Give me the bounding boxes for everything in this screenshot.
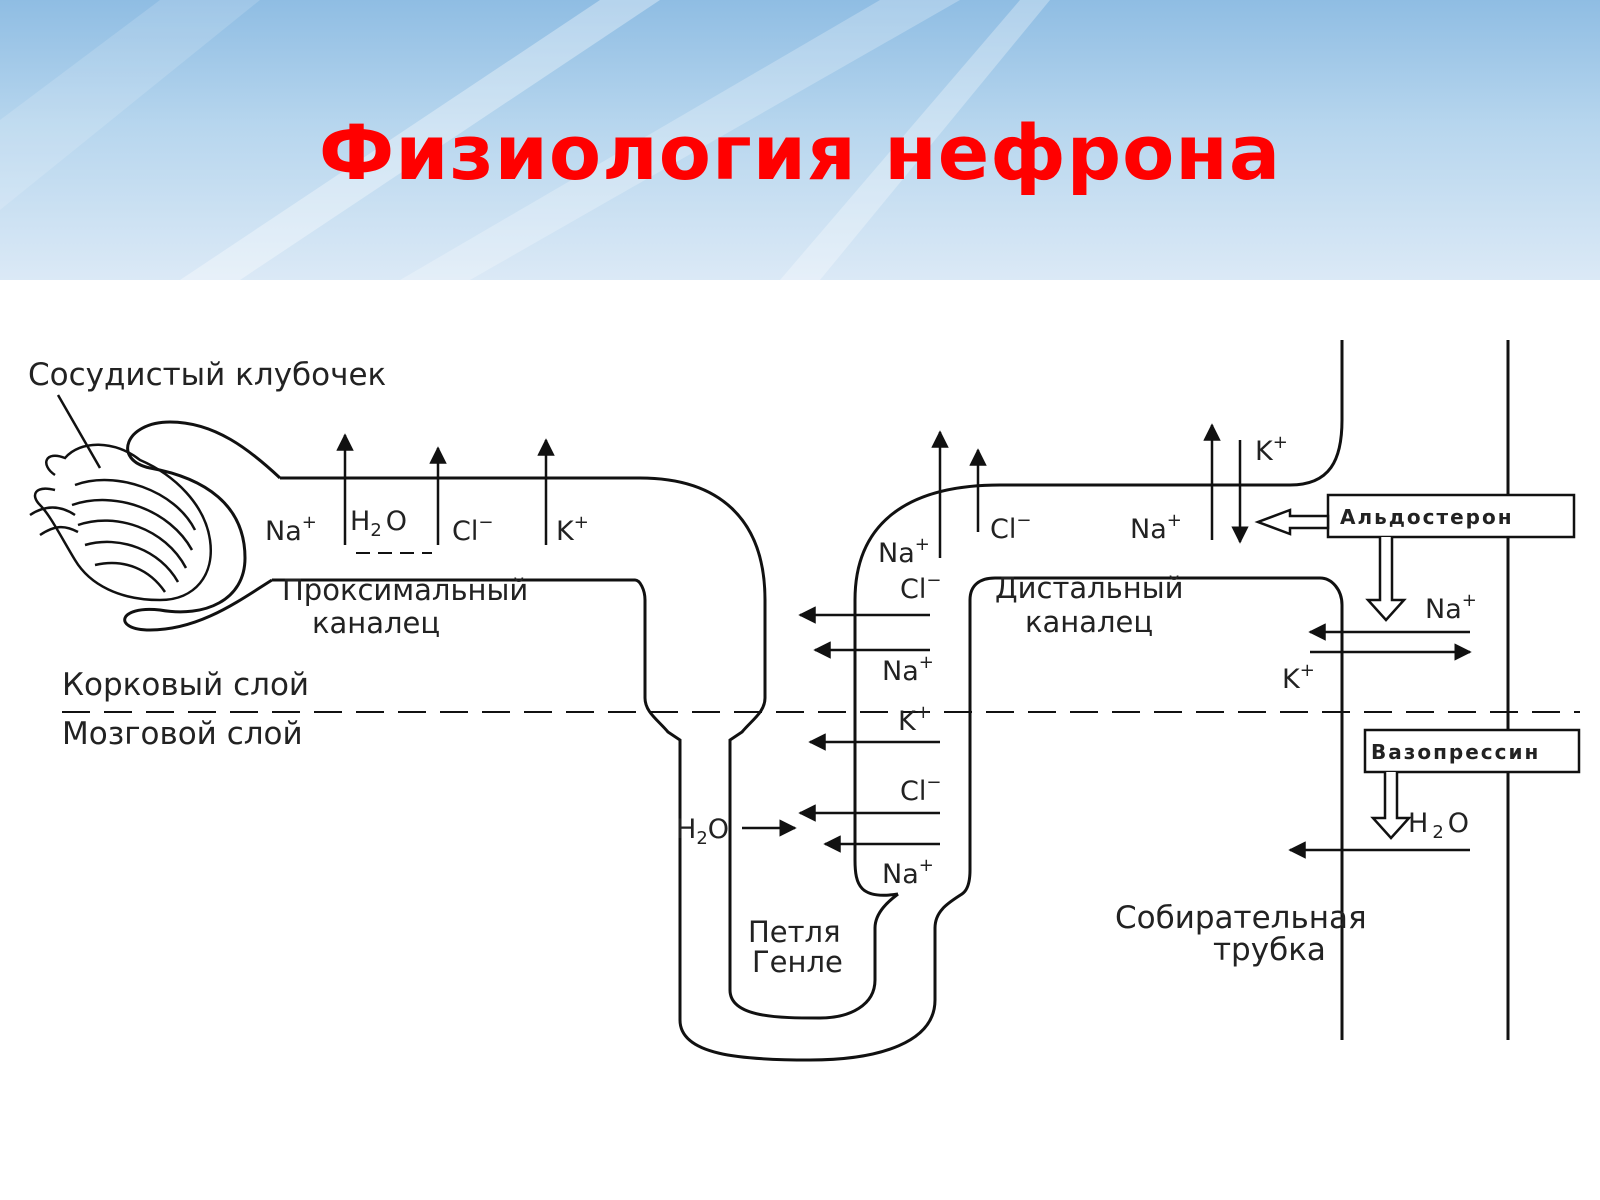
label-proximal-2: каналец [312, 606, 440, 640]
label-aldosterone: Альдостерон [1340, 505, 1514, 529]
ion-proximal-k: K+ [556, 512, 589, 547]
ion-loop-na-2: Na+ [882, 855, 934, 890]
ion-proximal-na: Na+ [265, 512, 317, 547]
ascending-limb-wall [853, 340, 1344, 897]
ion-loop-na-1: Na+ [882, 652, 934, 687]
proximal-tubule-inner [272, 576, 1344, 1062]
ion-loop-cl-1: Cl− [900, 570, 941, 605]
aldosterone-arrow-down [1365, 537, 1407, 622]
ion-cd-k: K+ [1282, 660, 1315, 695]
label-collecting-2: трубка [1213, 932, 1326, 968]
label-vasopressin: Вазопрессин [1371, 740, 1540, 764]
label-medulla: Мозговой слой [62, 716, 303, 752]
label-henle-2: Генле [752, 945, 843, 979]
glomerulus-tuft [29, 394, 212, 602]
nephron-diagram: Сосудистый клубочек Проксимальный канале… [28, 340, 1581, 1062]
ion-proximal-cl: Cl− [452, 512, 493, 547]
vasopressin-arrow-down [1370, 772, 1412, 840]
label-glomerulus: Сосудистый клубочек [28, 357, 386, 393]
ion-distal-na-1: Na+ [878, 534, 930, 569]
ion-cd-na: Na+ [1425, 590, 1477, 625]
label-henle-1: Петля [748, 915, 841, 949]
ion-distal-k: K+ [1255, 432, 1288, 467]
ion-distal-na-2: Na+ [1130, 510, 1182, 545]
label-cortex: Корковый слой [62, 667, 309, 703]
ion-distal-cl-1: Cl− [990, 510, 1031, 545]
aldosterone-arrow-left [1254, 508, 1330, 536]
ion-loop-k: K+ [898, 702, 931, 737]
label-distal-2: каналец [1025, 605, 1153, 639]
ion-loop-h2o: H2O [676, 814, 729, 849]
proximal-tubule-outer [280, 476, 899, 1020]
banner-light-rays [0, 0, 1050, 280]
header-banner: Физиология нефрона [0, 0, 1600, 280]
vasopressin-box [1363, 728, 1581, 774]
ion-loop-cl-2: Cl− [900, 772, 941, 807]
bowman-capsule-outer [123, 420, 282, 632]
label-distal-1: Дистальный [995, 571, 1183, 605]
aldosterone-box [1326, 493, 1576, 539]
label-collecting-1: Собирательная [1115, 900, 1367, 936]
label-proximal-1: Проксимальный [282, 573, 528, 607]
page-title: Физиология нефрона [318, 108, 1282, 197]
